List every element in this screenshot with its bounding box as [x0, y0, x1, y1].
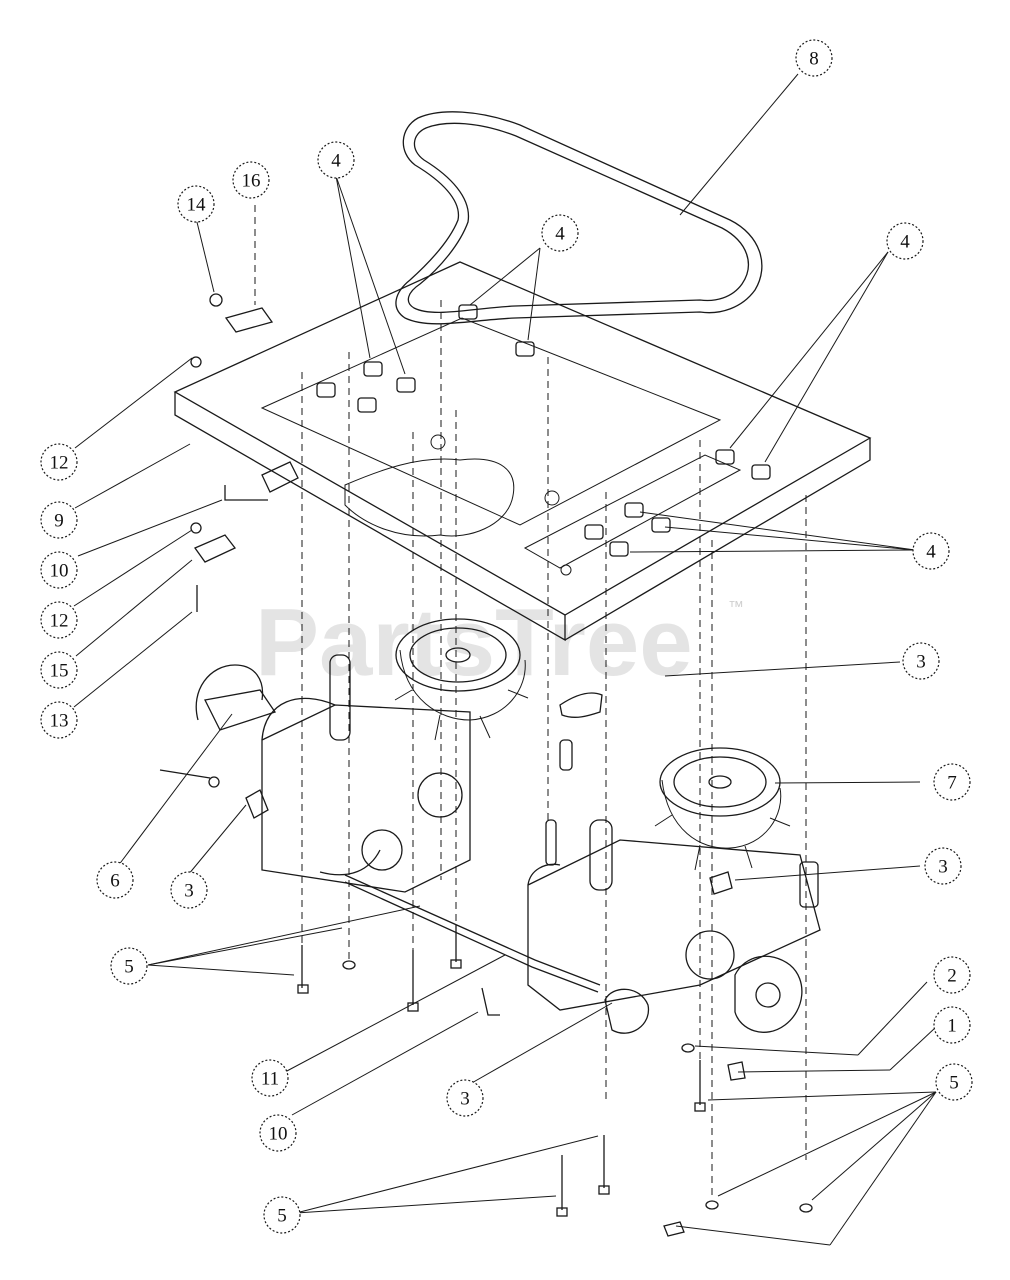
callout-8: 9: [40, 501, 78, 539]
callout-11: 15: [40, 651, 78, 689]
callout-label: 1: [947, 1016, 957, 1037]
callout-10: 12: [40, 601, 78, 639]
callout-label: 10: [269, 1124, 288, 1145]
callout-label: 8: [809, 49, 819, 70]
drive-belt: [395, 111, 763, 325]
callout-label: 12: [50, 611, 69, 632]
callout-22: 11: [251, 1059, 289, 1097]
callout-label: 9: [54, 511, 64, 532]
watermark-trademark: ™: [728, 599, 744, 616]
callout-label: 3: [938, 857, 948, 878]
callout-23: 10: [259, 1114, 297, 1152]
callout-13: 4: [912, 532, 950, 570]
bolts: [297, 925, 813, 1237]
callout-label: 11: [261, 1069, 279, 1090]
callout-label: 3: [460, 1089, 470, 1110]
callout-label: 10: [50, 561, 69, 582]
linkage-rod: [344, 874, 601, 1016]
callout-label: 6: [110, 871, 120, 892]
flange-nuts: [316, 304, 771, 557]
pulley-right: [654, 747, 791, 871]
callout-label: 4: [555, 224, 565, 245]
bracket-and-bolt: [190, 293, 274, 368]
callout-7: 12: [40, 443, 78, 481]
callout-label: 16: [242, 171, 261, 192]
callout-5: 4: [541, 214, 579, 252]
callout-17: 3: [170, 871, 208, 909]
callout-9: 10: [40, 551, 78, 589]
callout-2: 16: [232, 161, 270, 199]
callout-14: 3: [902, 642, 940, 680]
callout-label: 5: [124, 957, 134, 978]
callout-12: 13: [40, 701, 78, 739]
callout-1: 8: [795, 39, 833, 77]
callout-label: 5: [277, 1206, 287, 1227]
left-pivot-parts: [190, 461, 299, 612]
callout-3: 14: [177, 185, 215, 223]
callout-21: 1: [933, 1006, 971, 1044]
callout-label: 15: [50, 661, 69, 682]
left-bolts: [159, 692, 733, 895]
watermark-text: PartsTree: [255, 589, 693, 696]
callout-20: 2: [933, 956, 971, 994]
callout-label: 14: [187, 195, 207, 216]
callout-label: 7: [947, 773, 957, 794]
frame-plate: [173, 261, 872, 642]
callout-label: 4: [331, 151, 341, 172]
callout-label: 4: [926, 542, 936, 563]
callout-label: 2: [947, 966, 957, 987]
callout-label: 4: [900, 232, 910, 253]
callout-15: 7: [933, 763, 971, 801]
callout-18: 3: [924, 847, 962, 885]
callout-label: 13: [50, 711, 69, 732]
callout-label: 5: [949, 1073, 959, 1094]
transaxle-right: [527, 819, 821, 1034]
callout-6: 4: [886, 222, 924, 260]
leader-lines: [73, 73, 937, 1246]
callout-label: 3: [916, 652, 926, 673]
callout-label: 12: [50, 453, 69, 474]
assembly-center-lines: [254, 205, 807, 1200]
callout-19: 5: [110, 947, 148, 985]
callout-24: 3: [446, 1079, 484, 1117]
callout-label: 3: [184, 881, 194, 902]
callout-26: 5: [263, 1196, 301, 1234]
transaxle-left: [195, 654, 573, 893]
callout-25: 5: [935, 1063, 973, 1101]
callout-16: 6: [96, 861, 134, 899]
callout-4: 4: [317, 141, 355, 179]
